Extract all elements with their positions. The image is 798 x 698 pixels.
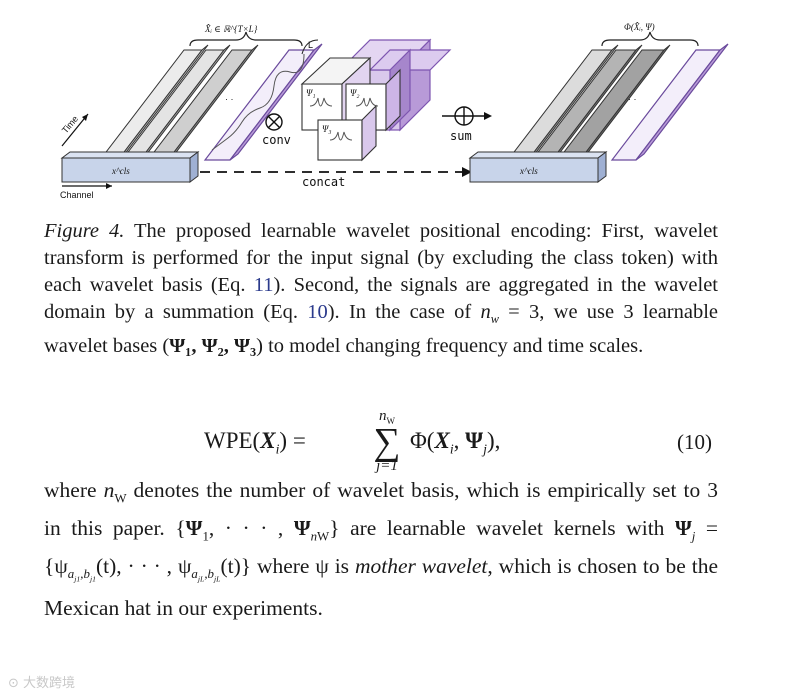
watermark: ⊙ 大数跨境 — [8, 676, 76, 691]
conv-label: conv — [262, 133, 291, 147]
dots-right: · · — [628, 94, 637, 104]
time-axis-label: Time — [60, 114, 80, 135]
wavelet-encoding-diagram: X̂ᵢ ∈ ℝ^{T×L} · · x^cls Time Channel — [60, 22, 729, 200]
cls-token-left — [61, 157, 191, 183]
input-shape-label: X̂ᵢ ∈ ℝ^{T×L} — [204, 24, 258, 34]
equation-number: (10) — [677, 430, 712, 454]
psi2-label: Ψ₂ — [350, 88, 359, 98]
output-bars — [506, 43, 729, 161]
cls-top — [60, 151, 200, 159]
cls-label-left: x^cls — [111, 166, 130, 176]
input-bars — [98, 43, 323, 161]
channel-axis-label: Channel — [60, 190, 94, 200]
brace-left — [189, 31, 303, 47]
L-label: L — [308, 40, 313, 50]
concat-label: concat — [302, 175, 345, 189]
time-axis — [61, 113, 89, 147]
signal-wave — [211, 53, 305, 151]
sum-label: sum — [450, 129, 472, 143]
cls-token-right — [469, 157, 599, 183]
psi1-label: Ψ₁ — [306, 88, 315, 98]
wavelet-kernels — [300, 38, 452, 162]
eq-ref-11[interactable]: 11 — [253, 274, 274, 296]
wavelet-bases: Ψ₁, Ψ₂, Ψ₃ — [169, 335, 257, 358]
output-label: Φ(X̂ᵢ, Ψ) — [624, 22, 655, 32]
equation-10: WPE(Xi) = nW ∑ j=1 Φ(Xi, Ψj), (10) — [204, 408, 712, 474]
body-paragraph: where nW denotes the number of wavelet b… — [44, 478, 718, 620]
summation-symbol: nW ∑ j=1 — [373, 408, 401, 474]
figure-diagram: X̂ᵢ ∈ ℝ^{T×L} · · x^cls Time Channel — [40, 10, 760, 205]
psi3-label: Ψ₃ — [322, 124, 331, 134]
mother-wavelet-term: mother wavelet — [354, 553, 488, 578]
dots-left: · · — [225, 94, 234, 104]
eq-ref-10[interactable]: 10 — [307, 301, 328, 323]
figure-caption: Figure 4. The proposed learnable wavelet… — [44, 220, 719, 358]
cls-label-right: x^cls — [519, 166, 538, 176]
brace-right — [601, 31, 699, 47]
caption-label: Figure 4. — [44, 220, 125, 242]
